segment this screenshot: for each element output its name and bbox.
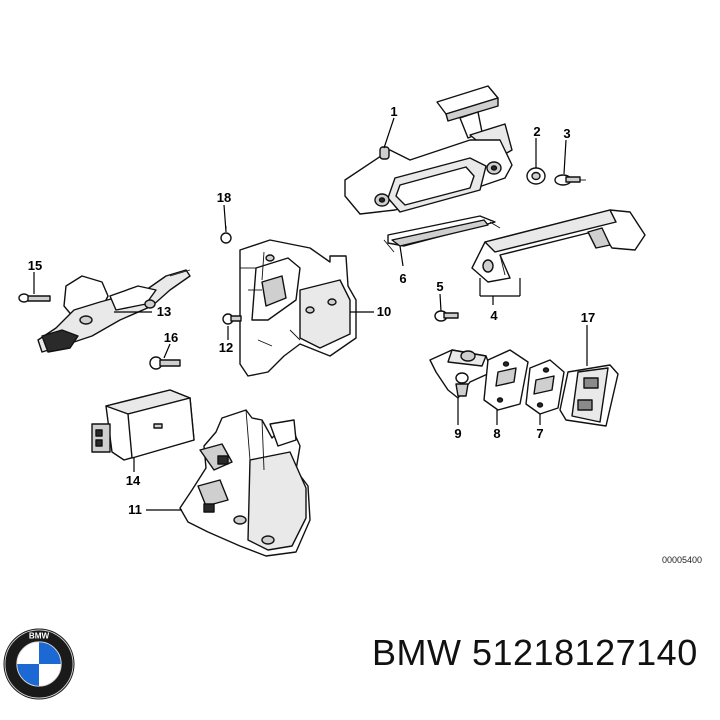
callout-8: 8 (493, 426, 500, 441)
part-8-plate (483, 349, 529, 411)
part-5-screw (434, 310, 459, 322)
callout-18: 18 (217, 190, 231, 205)
callout-10: 10 (377, 304, 391, 319)
part-7-plate (525, 359, 565, 415)
bmw-roundel-icon: BMW (3, 628, 75, 700)
part-4-handle-cover (471, 209, 646, 283)
part-number-caption: BMW 51218127140 (372, 632, 698, 673)
callout-17: 17 (581, 310, 595, 325)
callout-6: 6 (399, 271, 406, 286)
callout-11: 11 (128, 502, 142, 517)
part-9-striker (429, 349, 493, 399)
callout-3: 3 (563, 126, 570, 141)
part-11-door-lock (179, 409, 311, 557)
callout-4: 4 (490, 308, 498, 323)
callout-5: 5 (436, 279, 443, 294)
callout-12: 12 (219, 340, 233, 355)
part-15-screw (18, 293, 51, 303)
part-2-nut (526, 167, 546, 185)
diagram-code: 00005400 (662, 555, 702, 565)
part-17-pad (559, 364, 619, 427)
callout-7: 7 (536, 426, 543, 441)
callout-14: 14 (126, 473, 141, 488)
callout-16: 16 (164, 330, 178, 345)
leader-lines (33, 117, 588, 511)
part-13-lock-cylinder (37, 269, 191, 353)
callout-2: 2 (533, 124, 540, 139)
part-1-handle-carrier (344, 85, 513, 215)
callout-1: 1 (390, 104, 397, 119)
callout-15: 15 (28, 258, 42, 273)
callout-labels: 1 2 3 4 5 6 7 8 9 10 11 12 13 14 15 16 1… (28, 104, 595, 517)
part-12-screw (222, 313, 242, 325)
callout-13: 13 (157, 304, 171, 319)
part-6-rod (383, 215, 501, 253)
part-10-actuator (239, 239, 357, 377)
part-14-control-module (91, 389, 195, 461)
part-3-screw (554, 174, 586, 186)
callout-9: 9 (454, 426, 461, 441)
logo-text: BMW (29, 631, 50, 640)
part-16-screw (149, 356, 181, 370)
